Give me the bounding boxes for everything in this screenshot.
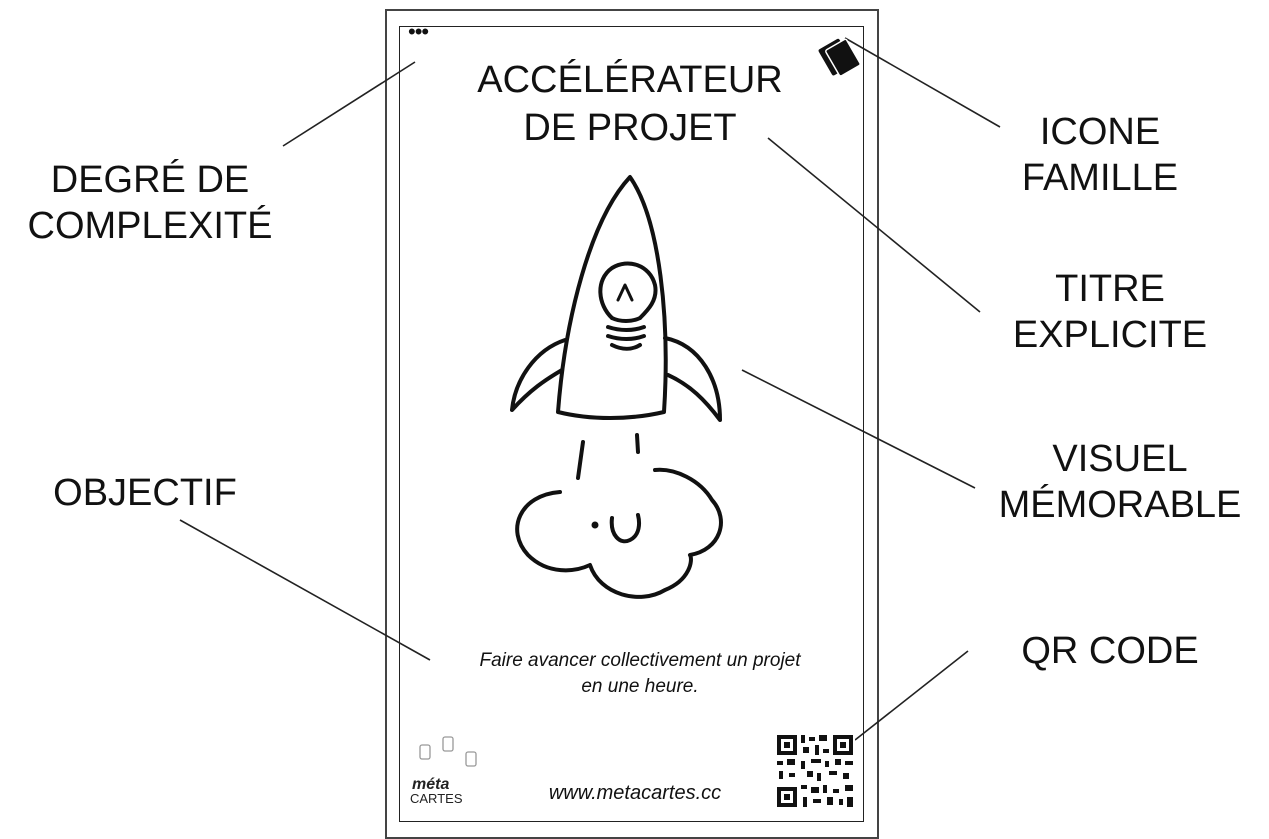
card-title-line2: DE PROJET <box>523 107 737 149</box>
leader-visual <box>741 369 976 489</box>
label-complexity-line1: DEGRÉ DE <box>50 159 250 201</box>
label-visual-line2: MÉMORABLE <box>998 484 1242 526</box>
metacartes-logo: méta CARTES <box>410 776 463 806</box>
leader-lines <box>179 37 1001 741</box>
website-url: www.metacartes.cc <box>548 782 722 804</box>
label-title: TITRE EXPLICITE <box>990 266 1230 358</box>
rocket-body <box>556 175 668 420</box>
family-cards-icon <box>818 38 861 77</box>
label-visual-line1: VISUEL <box>1052 438 1188 480</box>
rocket-illustration <box>510 175 723 599</box>
label-complexity-line2: COMPLEXITÉ <box>27 205 273 247</box>
leader-family <box>844 37 1001 128</box>
qr-code <box>775 733 855 809</box>
label-title-line2: EXPLICITE <box>1012 314 1208 356</box>
card-inner-frame <box>399 26 864 822</box>
exhaust-left <box>576 440 585 480</box>
label-qr: QR CODE <box>1021 630 1199 672</box>
label-objective: OBJECTIF <box>53 472 237 514</box>
objective-line2: en une heure. <box>581 676 699 697</box>
complexity-dots: ••• <box>408 19 429 44</box>
label-family-line1: ICONE <box>1039 111 1161 153</box>
logo-text-bottom: CARTES <box>410 791 463 806</box>
leader-objective <box>179 519 431 661</box>
metacartes-logo-icon <box>419 736 477 767</box>
leader-qr <box>854 650 969 741</box>
label-complexity: DEGRÉ DE COMPLEXITÉ <box>20 157 280 249</box>
smoke-inner <box>609 513 641 544</box>
label-title-line1: TITRE <box>1055 268 1165 310</box>
card-title: ACCÉLÉRATEUR DE PROJET <box>430 56 830 152</box>
smoke-cloud <box>515 467 723 599</box>
label-visual: VISUEL MÉMORABLE <box>980 436 1260 528</box>
card-title-line1: ACCÉLÉRATEUR <box>477 59 783 101</box>
bulb-glass <box>598 261 658 320</box>
card-objective: Faire avancer collectivement un projet e… <box>420 648 860 700</box>
label-family-line2: FAMILLE <box>1021 157 1179 199</box>
leader-title <box>767 137 981 313</box>
smoke-dot <box>591 521 599 529</box>
bulb-base <box>606 316 646 351</box>
rocket-fin-right <box>663 336 722 422</box>
rocket-fin-left <box>510 338 567 412</box>
objective-line1: Faire avancer collectivement un projet <box>479 650 801 671</box>
bulb-filament <box>616 283 634 302</box>
exhaust-right <box>635 433 640 454</box>
label-family-icon: ICONE FAMILLE <box>990 109 1210 201</box>
logo-text-top: méta <box>412 776 450 793</box>
leader-complexity <box>282 61 416 147</box>
